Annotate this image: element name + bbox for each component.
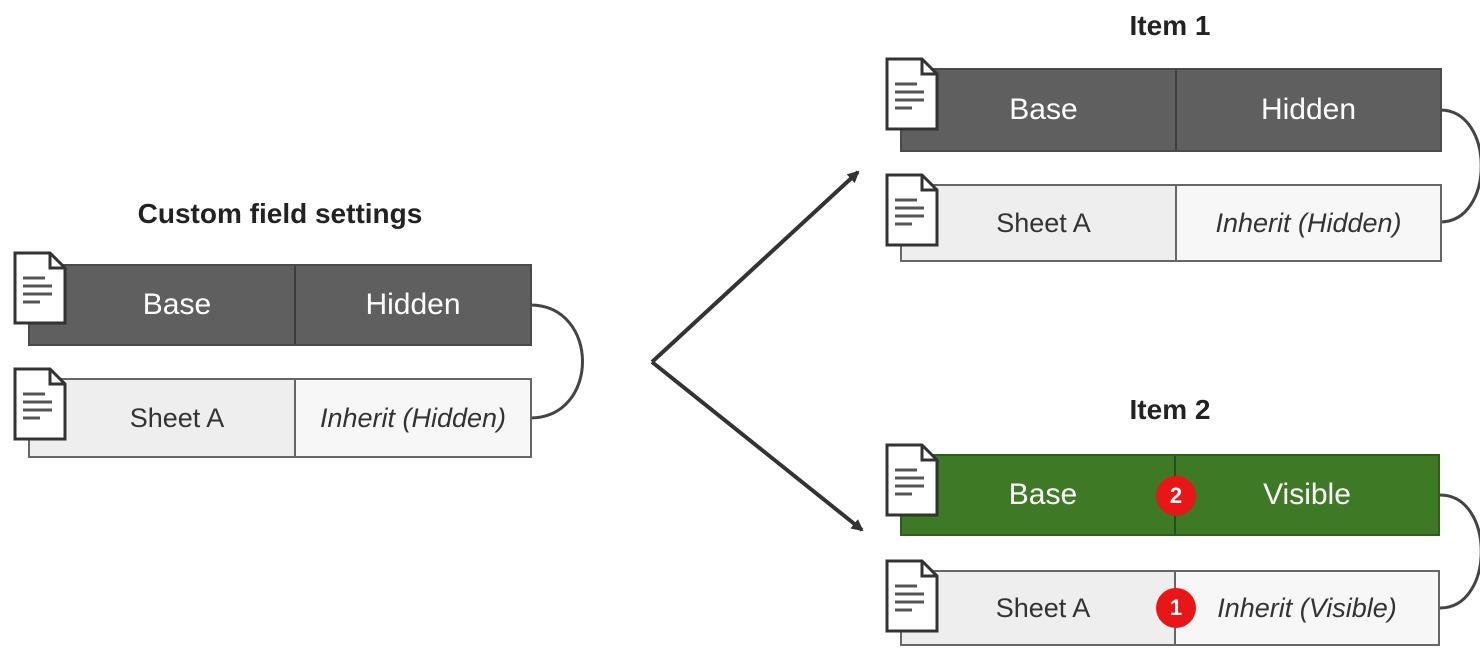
source-base-value: Hidden [294,266,530,344]
item2-title: Item 2 [1129,394,1211,425]
arrow-to-item2 [650,360,864,532]
item1-base-value: Hidden [1175,70,1440,150]
item2-base-level: Base [1008,478,1078,511]
source-base-row: Base Hidden [28,264,532,346]
inherit-connector-item1 [1439,108,1480,224]
item1-title: Item 1 [1129,10,1211,41]
item2-sheet-level: Sheet A [995,592,1091,623]
item1-base-level: Base [1009,93,1078,126]
item1-sheet-value: Inherit (Hidden) [1175,186,1440,260]
inherit-connector-source [529,303,584,420]
item1-base-row: Base Hidden [900,68,1442,152]
item2-sheet-value: Inherit (Visible) [1174,572,1438,644]
item1-sheet-row: Sheet A Inherit (Hidden) [900,184,1442,262]
step-badge-2: 2 [1156,476,1196,516]
item2-base-value: Visible [1174,456,1438,534]
source-sheet-row: Sheet A Inherit (Hidden) [28,378,532,458]
document-icon [885,57,939,131]
source-sheet-level: Sheet A [129,402,225,433]
document-icon [885,443,939,517]
source-sheet-value: Inherit (Hidden) [294,380,530,456]
document-icon [13,367,67,441]
source-title: Custom field settings [137,198,423,229]
arrow-to-item1 [650,170,860,364]
document-icon [885,559,939,633]
document-icon [885,173,939,247]
document-icon [13,251,67,325]
inherit-connector-item2 [1439,493,1480,610]
step-badge-1: 1 [1156,588,1196,628]
item1-sheet-level: Sheet A [996,207,1091,238]
source-base-level: Base [142,288,212,321]
